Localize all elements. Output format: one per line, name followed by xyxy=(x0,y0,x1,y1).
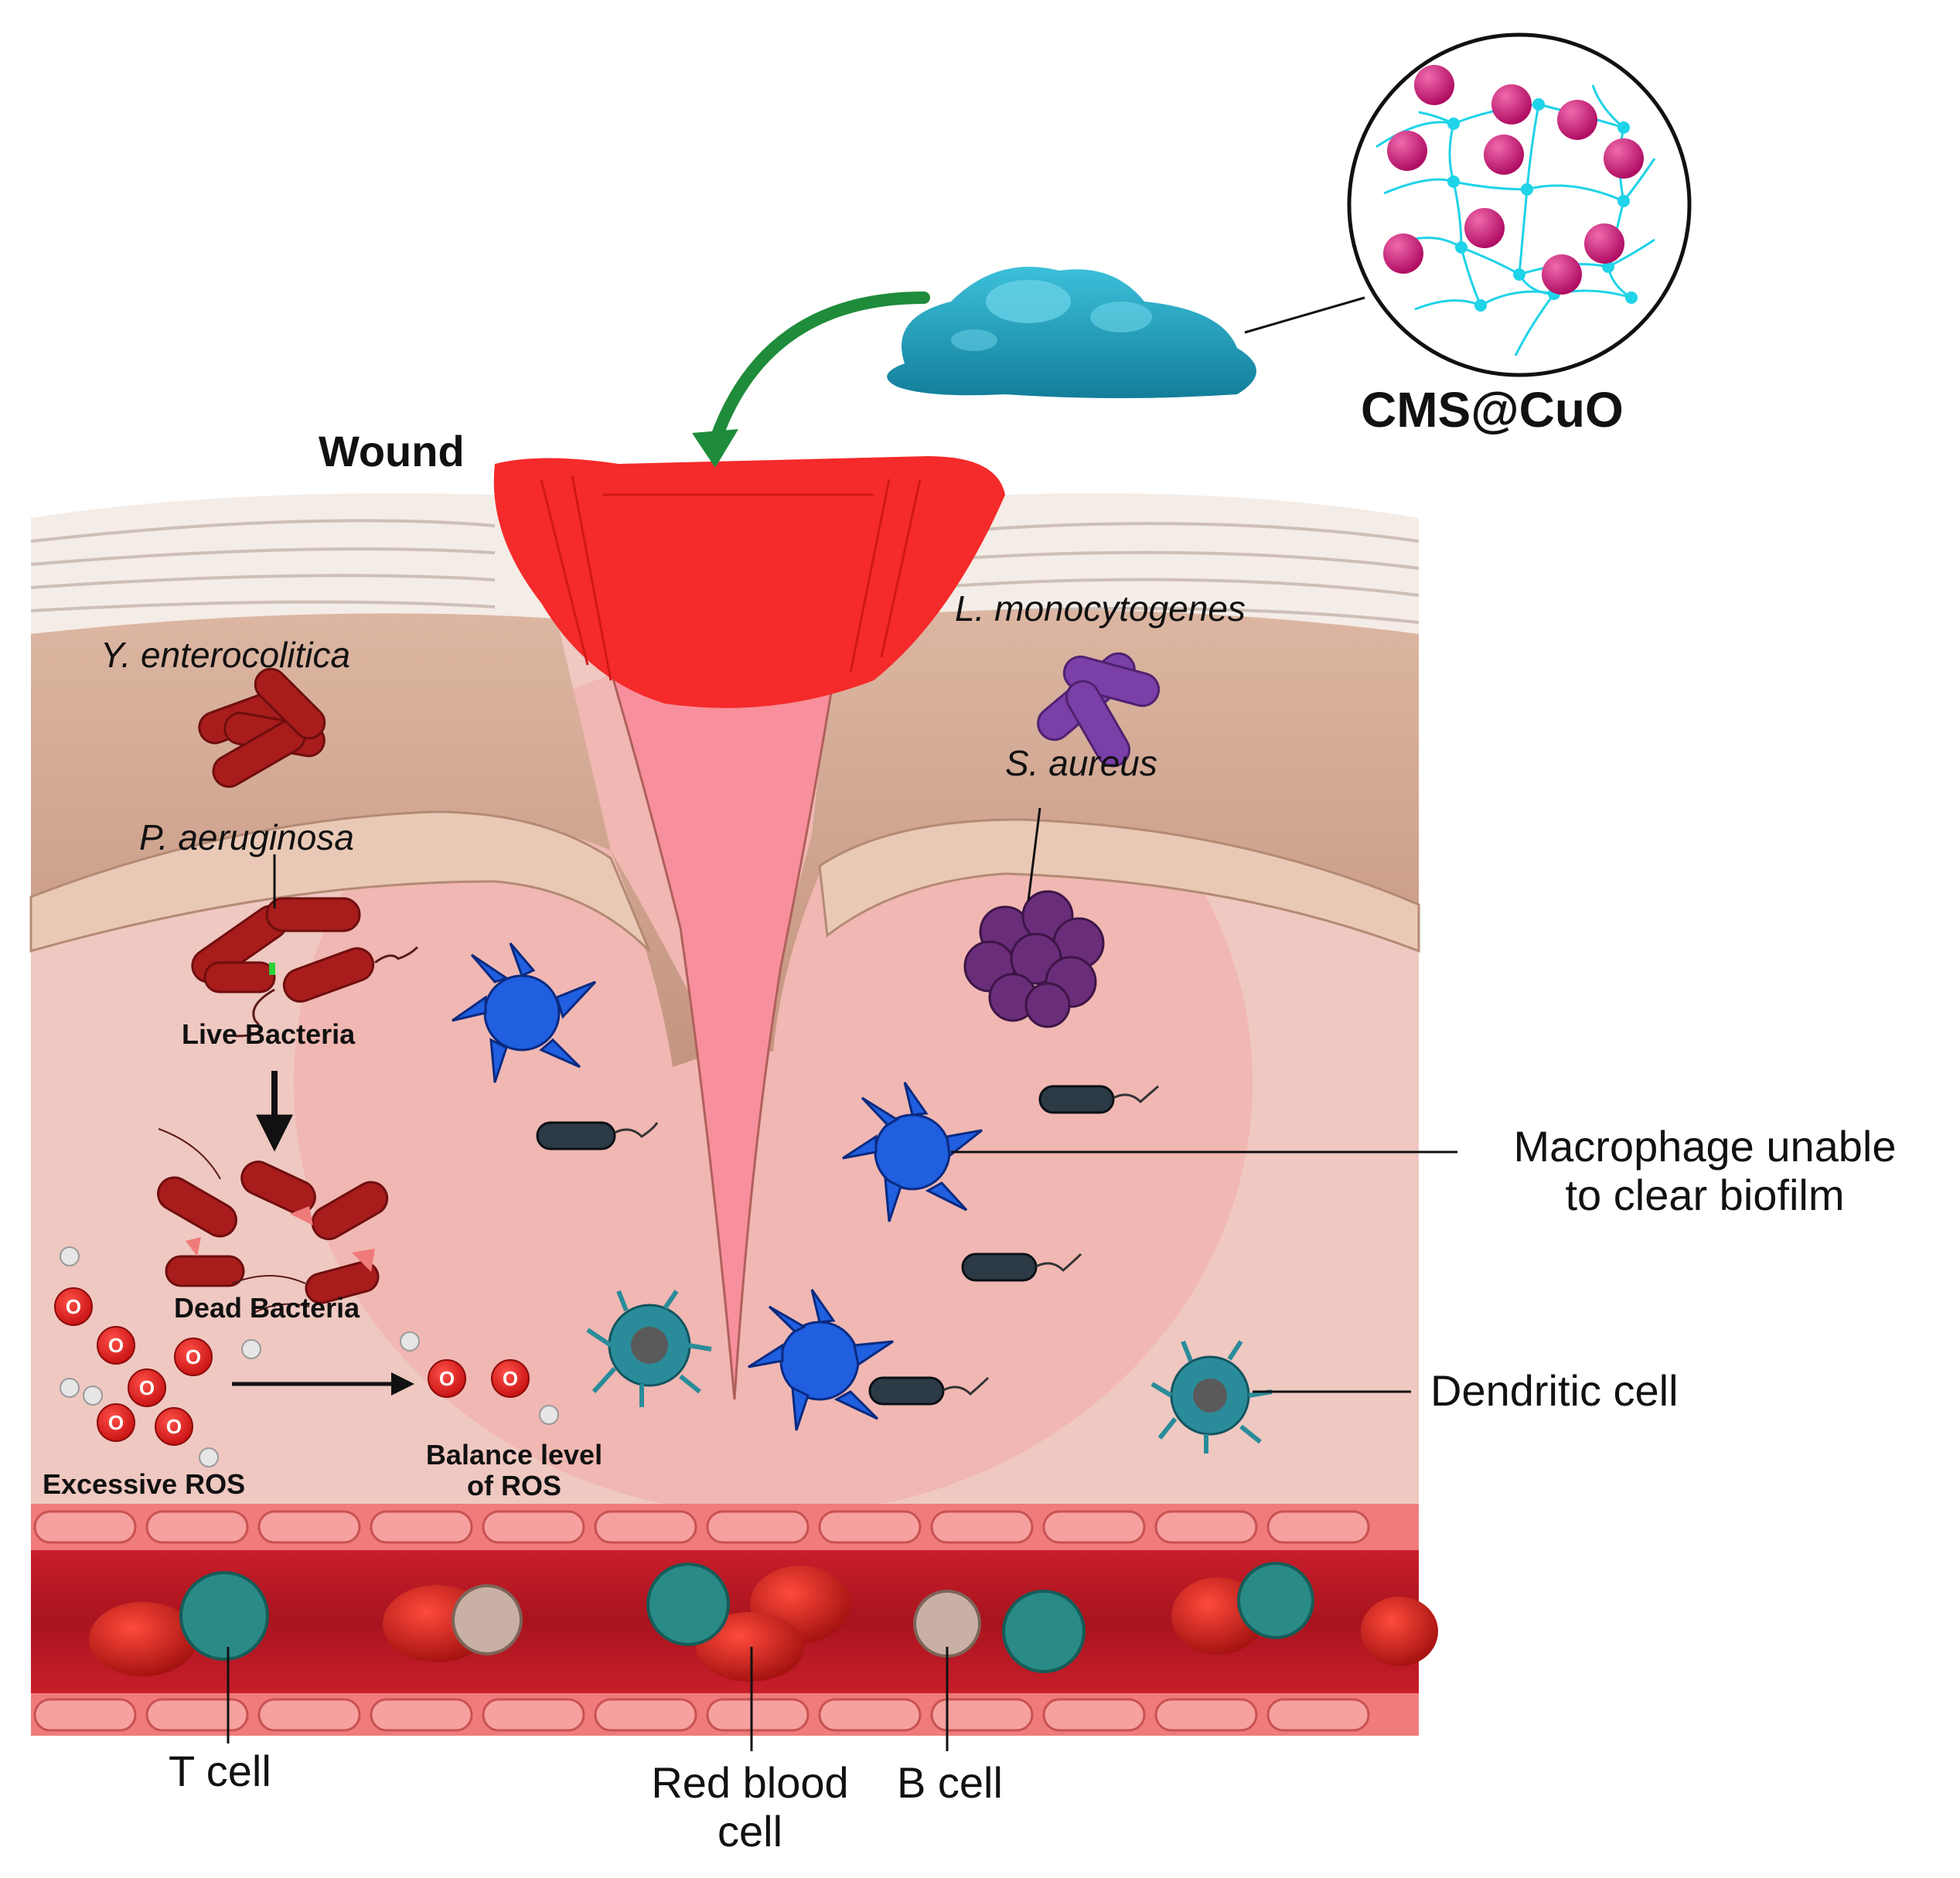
endothelial-cells xyxy=(33,1510,1370,1732)
balance-ros-line-1: Balance level xyxy=(425,1439,603,1471)
t-cell xyxy=(179,1571,269,1661)
live-bacteria-label: Live Bacteria xyxy=(182,1018,356,1050)
t-cell xyxy=(646,1563,730,1646)
b-cell xyxy=(913,1590,981,1658)
zoom-connector-line xyxy=(1244,296,1365,334)
svg-text:O: O xyxy=(66,1295,81,1318)
red-blood-cell xyxy=(1361,1597,1438,1666)
red-blood-cell-line-1: Red blood xyxy=(651,1758,849,1807)
cms-cuo-title: CMS@CuO xyxy=(1361,382,1624,438)
macrophage-callout-line-1: Macrophage unable xyxy=(1513,1122,1897,1171)
biofilm-bacteria xyxy=(536,1085,1159,1406)
y-enterocolitica-label: Y. enterocolitica xyxy=(101,635,351,675)
dead-bacteria-label: Dead Bacteria xyxy=(174,1292,360,1324)
balance-ros-label: Balance level of ROS xyxy=(406,1439,622,1502)
t-cell xyxy=(1237,1562,1314,1639)
wound-cavity xyxy=(493,456,1005,1400)
biofilm-bacterium-3 xyxy=(961,1253,1082,1282)
nanocomposite-zoom xyxy=(1347,32,1692,377)
svg-text:O: O xyxy=(139,1376,155,1399)
wound-scab-fibers xyxy=(540,475,922,681)
t-cell-callout: T cell xyxy=(169,1747,271,1795)
p-aeruginosa-flagella xyxy=(235,946,419,1038)
red-blood-cell-line-2: cell xyxy=(717,1806,783,1856)
wound-label: Wound xyxy=(319,427,465,475)
y-enterocolitica-cluster xyxy=(198,667,326,788)
application-arrow-head xyxy=(692,429,738,468)
biofilm-bacterium-1 xyxy=(536,1121,659,1150)
blood-cells xyxy=(89,1562,1438,1682)
svg-text:O: O xyxy=(108,1334,124,1357)
cuo-nanoparticles xyxy=(1383,65,1644,295)
b-cell-callout: B cell xyxy=(897,1758,1003,1807)
dead-bacteria-debris xyxy=(158,1128,310,1315)
macrophage-1 xyxy=(452,942,597,1083)
macrophage-3 xyxy=(748,1289,894,1431)
macrophage-callout-line-2: to clear biofilm xyxy=(1565,1170,1845,1219)
s-aureus-cluster xyxy=(963,890,1105,1028)
svg-text:O: O xyxy=(108,1411,124,1434)
svg-text:O: O xyxy=(186,1345,201,1368)
dendritic-cell-1 xyxy=(586,1290,712,1407)
dendritic-cell-callout: Dendritic cell xyxy=(1430,1366,1679,1415)
biofilm-bacterium-4 xyxy=(868,1376,990,1406)
l-monocytogenes-cluster xyxy=(1037,652,1161,768)
macrophage-callout: Macrophage unable to clear biofilm xyxy=(1465,1122,1945,1219)
red-blood-cell xyxy=(89,1602,197,1676)
biofilm-bacterium-2 xyxy=(1038,1085,1159,1114)
b-cell xyxy=(452,1584,523,1655)
excessive-ros-label: Excessive ROS xyxy=(43,1468,246,1500)
t-cell xyxy=(1002,1590,1086,1673)
wound-scab xyxy=(493,456,1005,708)
callout-lines xyxy=(227,807,1457,1751)
wound-channel xyxy=(593,617,844,1400)
dead-bacteria-cluster xyxy=(157,1161,389,1304)
s-aureus-label: S. aureus xyxy=(1005,743,1157,783)
application-arrow xyxy=(709,291,930,447)
p-aeruginosa-label: P. aeruginosa xyxy=(139,817,354,857)
dendritic-cell-2 xyxy=(1150,1340,1273,1454)
hydrogel-blob xyxy=(887,267,1256,398)
basal-layer-left xyxy=(29,810,651,953)
p-aeruginosa-cluster xyxy=(191,897,375,1003)
svg-text:O: O xyxy=(503,1367,518,1390)
dead-bacteria-fragments xyxy=(186,1206,375,1272)
red-blood-cell xyxy=(696,1612,804,1682)
basal-layer-right xyxy=(818,818,1420,953)
red-blood-cell-callout: Red blood cell xyxy=(619,1758,881,1856)
l-monocytogenes-label: L. monocytogenes xyxy=(955,588,1246,629)
green-marker xyxy=(269,963,275,975)
svg-text:O: O xyxy=(166,1415,182,1438)
svg-text:O: O xyxy=(439,1367,455,1390)
balance-ros-line-2: of ROS xyxy=(467,1470,561,1502)
